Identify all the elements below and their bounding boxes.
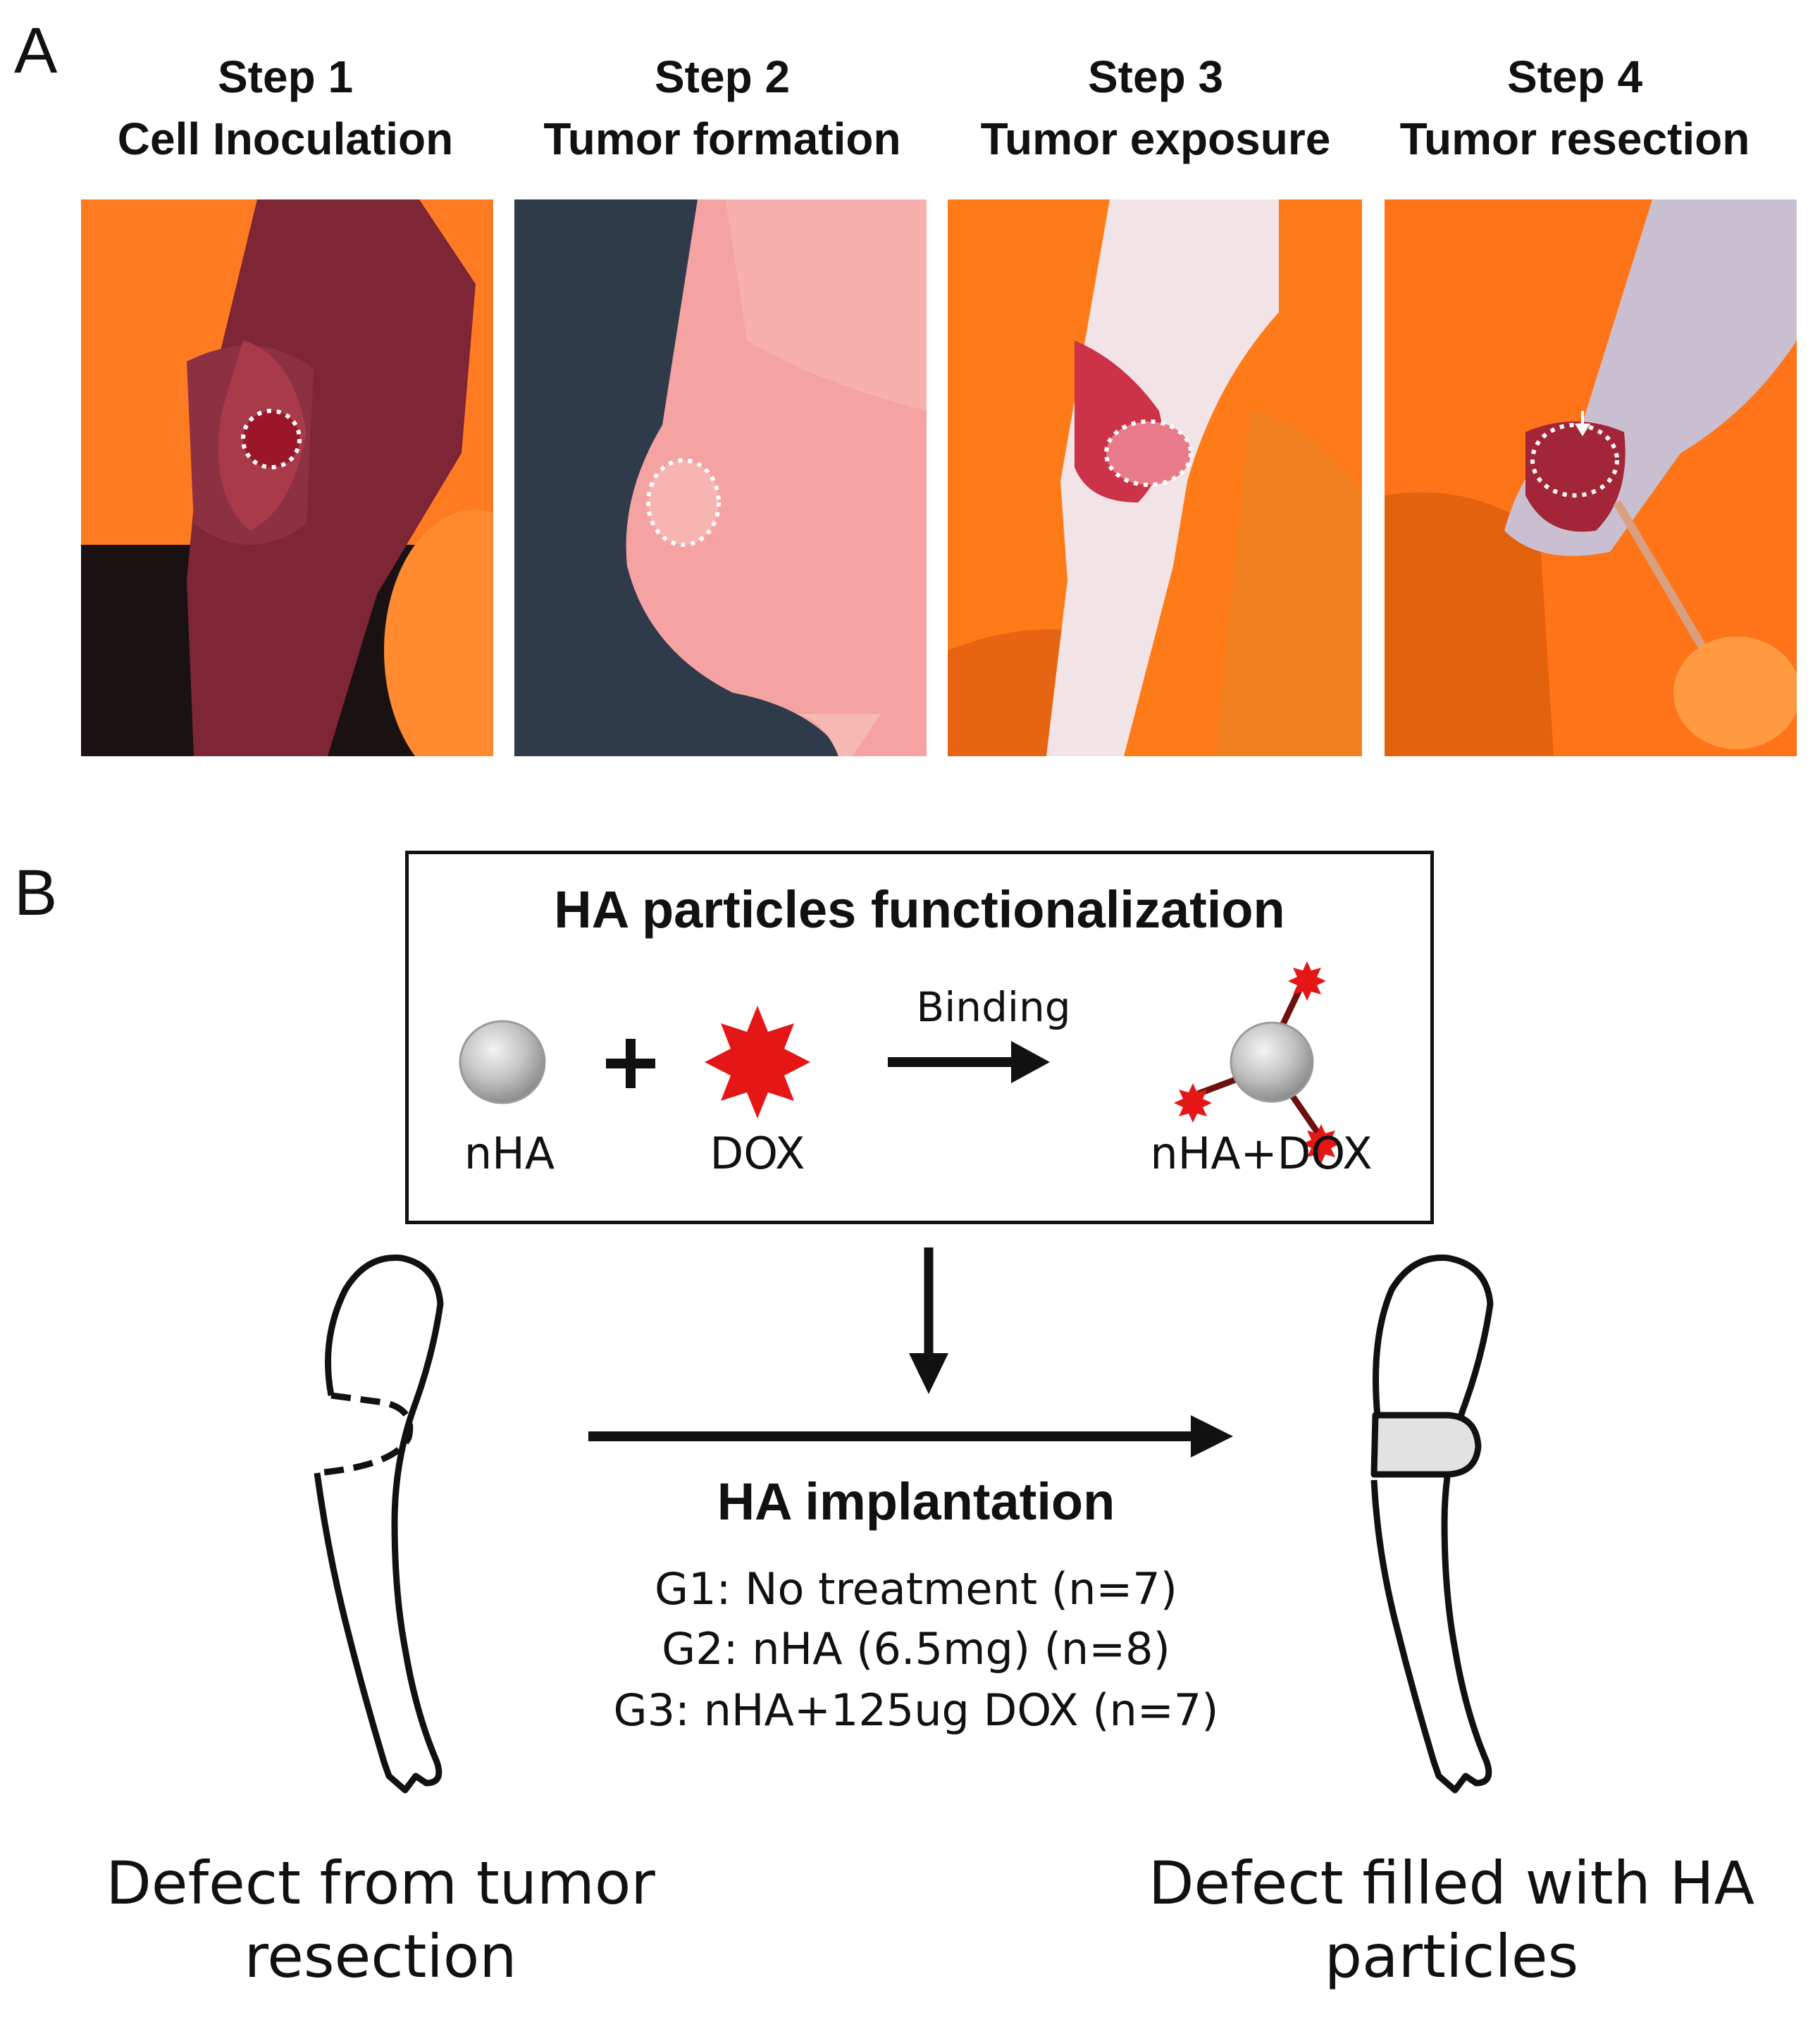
functionalization-diagram xyxy=(459,961,1340,1164)
step-1-number: Step 1 xyxy=(217,51,354,102)
panel-a-letter: A xyxy=(14,15,58,87)
bone-filled-icon xyxy=(1370,1254,1494,1794)
plus-icon xyxy=(606,1039,655,1088)
step-2-title: Tumor formation xyxy=(543,113,901,164)
step-2-tumor-marker xyxy=(646,458,721,547)
step-3-number: Step 3 xyxy=(1087,51,1224,102)
dox-label: DOX xyxy=(710,1128,805,1179)
step-3-heading: Step 3 Tumor exposure xyxy=(944,46,1367,170)
left-caption-line-1: Defect from tumor xyxy=(106,1849,655,1918)
right-caption-line-2: particles xyxy=(1324,1922,1579,1991)
down-arrow xyxy=(909,1247,948,1394)
right-caption: Defect filled with HA particles xyxy=(1113,1847,1790,1993)
step-3-photo xyxy=(948,199,1362,756)
step-1-injection-site-marker xyxy=(241,409,302,469)
step-3-title: Tumor exposure xyxy=(980,113,1331,164)
functionalization-title: HA particles functionalization xyxy=(554,880,1285,939)
group-3-label: G3: nHA+125ug DOX (n=7) xyxy=(613,1684,1219,1736)
workflow-arrows-and-bones xyxy=(314,1247,1494,1794)
binding-label: Binding xyxy=(916,983,1071,1031)
nha-dox-complex-icon xyxy=(1174,961,1340,1164)
implantation-arrow xyxy=(588,1415,1233,1457)
step-1-heading: Step 1 Cell Inoculation xyxy=(74,46,497,170)
step-4-title: Tumor resection xyxy=(1399,113,1750,164)
step-2-photo xyxy=(514,199,927,756)
step-2-heading: Step 2 Tumor formation xyxy=(511,46,934,170)
step-1-photo xyxy=(81,199,493,756)
group-2-label: G2: nHA (6.5mg) (n=8) xyxy=(662,1623,1170,1675)
step-4-resection-marker xyxy=(1530,423,1619,498)
right-caption-line-1: Defect filled with HA xyxy=(1148,1849,1755,1918)
step-4-white-arrow xyxy=(1575,411,1590,436)
step-1-title: Cell Inoculation xyxy=(117,113,454,164)
step-4-number: Step 4 xyxy=(1506,51,1643,102)
step-3-tumor-marker xyxy=(1104,419,1193,487)
functionalization-box xyxy=(405,851,1434,1224)
panel-b-letter: B xyxy=(14,857,58,929)
bone-defect-icon xyxy=(314,1254,444,1794)
step-2-number: Step 2 xyxy=(654,51,791,102)
nha-label: nHA xyxy=(464,1128,555,1179)
left-caption: Defect from tumor resection xyxy=(56,1847,705,1993)
step-4-photo xyxy=(1385,199,1797,756)
nha-dox-label: nHA+DOX xyxy=(1150,1128,1373,1179)
dox-molecule-icon xyxy=(705,1006,810,1118)
nha-particle-icon xyxy=(459,1020,546,1104)
group-1-label: G1: No treatment (n=7) xyxy=(655,1563,1177,1615)
binding-arrow xyxy=(888,1041,1050,1083)
implantation-title: HA implantation xyxy=(717,1472,1115,1531)
step-4-heading: Step 4 Tumor resection xyxy=(1363,46,1786,170)
left-caption-line-2: resection xyxy=(244,1922,517,1991)
